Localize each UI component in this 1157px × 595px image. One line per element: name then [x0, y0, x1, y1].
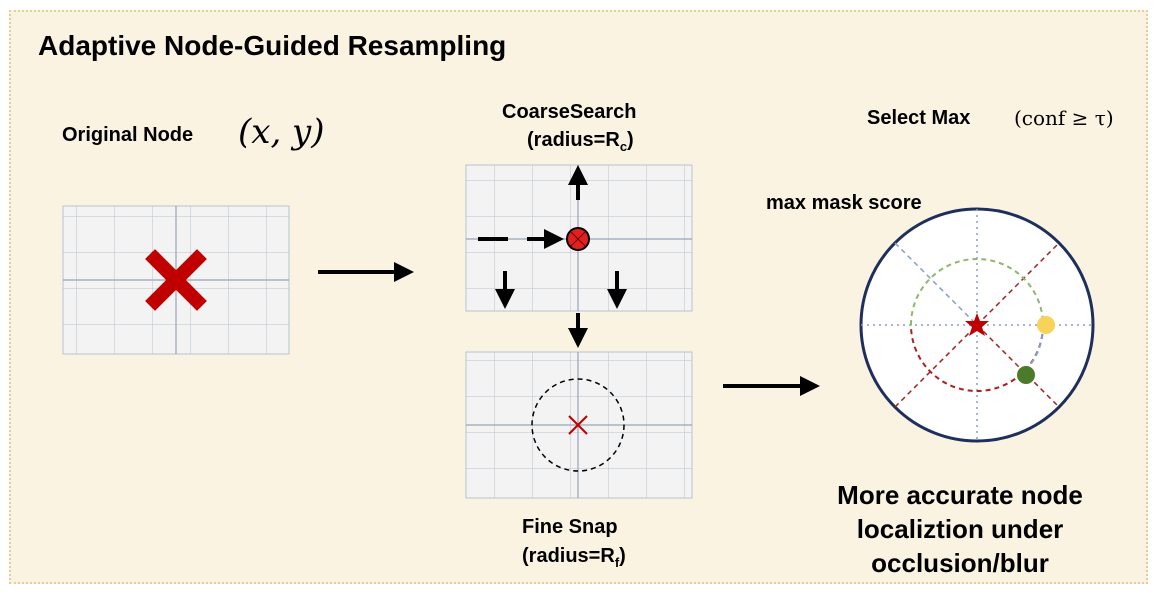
fine-radius-prefix: (radius=R — [522, 545, 615, 567]
coarse-radius-label: (radius=Rc) — [527, 129, 634, 154]
fine-node-cross-icon — [568, 415, 588, 435]
original-node-coords: (x, y) — [238, 112, 325, 152]
max-score-star-icon — [965, 313, 989, 336]
fine-radius-label: (radius=Rf) — [522, 545, 626, 570]
select-condition: (conf ≥ τ) — [1014, 106, 1114, 130]
original-node-label: Original Node — [62, 124, 194, 146]
max-mask-score-label: max mask score — [766, 192, 922, 214]
coarse-search-arrows — [478, 165, 627, 309]
fine-radius-sub: f — [614, 555, 620, 570]
coarse-radius-prefix: (radius=R — [527, 129, 620, 151]
candidate-marker-yellow — [1037, 316, 1055, 334]
result-line-1: More accurate node — [837, 480, 1083, 510]
coarse-search-label: CoarseSearch — [502, 101, 637, 123]
select-max-label: Select Max — [867, 107, 971, 129]
fine-radius-suffix: ) — [619, 545, 626, 567]
original-node-cross-icon — [145, 249, 207, 311]
result-line-2: localiztion under — [856, 514, 1064, 544]
result-text: More accurate node localiztion under occ… — [810, 478, 1110, 580]
diagram-title: Adaptive Node-Guided Resampling — [38, 30, 507, 61]
result-line-3: occlusion/blur — [871, 548, 1049, 578]
coarse-radius-sub: c — [619, 139, 628, 154]
fine-search-radius — [531, 378, 625, 472]
coarse-radius-suffix: ) — [627, 129, 634, 151]
candidate-marker-green — [1017, 366, 1035, 384]
fine-snap-label: Fine Snap — [522, 516, 618, 538]
